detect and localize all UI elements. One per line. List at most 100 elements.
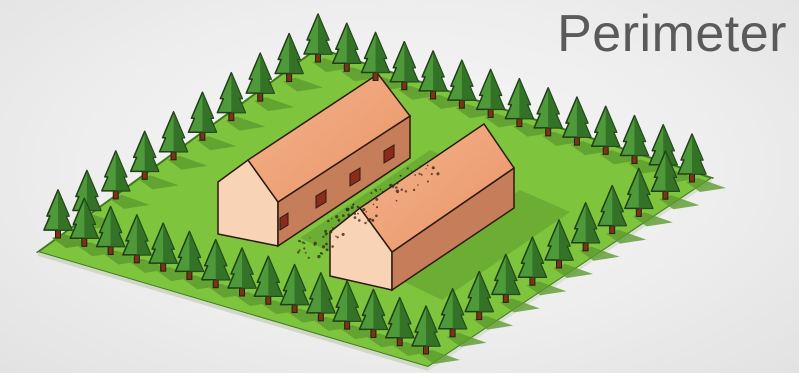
tree-icon	[158, 111, 189, 161]
dirt-speck	[412, 188, 416, 192]
tree-icon	[389, 40, 420, 91]
dirt-speck	[375, 190, 378, 192]
tree-icon	[475, 68, 506, 118]
tree-shadow	[455, 104, 496, 119]
tree-icon	[597, 184, 627, 235]
tree-shadow	[513, 122, 554, 137]
tree-shadow	[167, 155, 208, 170]
dirt-speck	[329, 229, 333, 233]
dirt-speck	[379, 188, 382, 191]
door-icon	[315, 189, 327, 209]
dirt-speck	[366, 202, 369, 205]
dirt-speck	[391, 184, 395, 188]
tree-shadow	[599, 150, 640, 165]
barn	[329, 122, 570, 300]
tree-shadow	[632, 212, 673, 227]
tree-icon	[332, 22, 362, 72]
dirt-speck	[414, 174, 417, 176]
tree-icon	[517, 236, 548, 286]
tree-icon	[279, 263, 310, 314]
dirt-speck	[322, 235, 325, 239]
tree-icon	[332, 280, 362, 330]
dirt-speck	[331, 245, 334, 248]
dirt-speck	[357, 219, 361, 222]
dirt-speck	[367, 219, 371, 222]
tree-icon	[562, 96, 592, 146]
tree-icon	[360, 31, 391, 81]
tree-shadow	[312, 58, 352, 72]
dirt-speck	[332, 227, 335, 230]
tree-shadow	[659, 195, 700, 210]
tree-shadow	[254, 97, 295, 112]
tree-icon	[624, 167, 654, 217]
tree-icon	[69, 197, 100, 247]
dirt-speck	[399, 174, 402, 177]
tree-icon	[101, 150, 131, 200]
dirt-speck	[362, 207, 366, 212]
dirt-speck	[321, 252, 324, 255]
dirt-speck	[400, 188, 404, 191]
dirt-speck	[335, 215, 339, 219]
tree-shadow	[196, 136, 237, 151]
dirt-speck	[404, 190, 408, 193]
dirt-speck	[395, 186, 398, 189]
dirt-speck	[317, 254, 321, 259]
tree-icon	[411, 305, 441, 355]
tree-icon	[384, 296, 415, 347]
dirt-speck	[326, 232, 328, 235]
dirt-speck	[302, 241, 305, 244]
tree-shadow	[606, 229, 647, 244]
tree-icon	[619, 114, 650, 165]
tree-icon	[590, 105, 621, 155]
tree-line	[43, 13, 707, 355]
tree-shadow	[398, 85, 439, 100]
dirt-speck	[313, 243, 316, 246]
dirt-speck	[370, 191, 373, 195]
dirt-speck	[376, 206, 379, 209]
dirt-speck	[375, 197, 379, 201]
dirt-speck	[436, 172, 440, 176]
tree-shadow	[579, 246, 620, 261]
tree-shadow	[473, 315, 514, 330]
dirt-speck	[364, 204, 366, 206]
dirt-speck	[345, 207, 349, 212]
ground-edge	[38, 252, 428, 371]
dirt-speck	[365, 210, 368, 213]
dirt-speck	[347, 213, 351, 217]
tree-icon	[174, 230, 205, 280]
tree-icon	[464, 270, 494, 321]
dirt-speck	[353, 212, 357, 215]
dirt-speck	[406, 167, 409, 170]
tree-icon	[274, 32, 304, 83]
dirt-speck	[350, 206, 354, 209]
tree-shadow	[526, 281, 567, 296]
tree-icon	[227, 247, 257, 297]
dirt-patch	[297, 164, 440, 259]
dirt-speck	[297, 251, 300, 254]
tree-icon	[418, 50, 448, 100]
tree-shadow	[427, 94, 468, 109]
dirt-speck	[410, 170, 413, 172]
dirt-speck	[430, 173, 433, 176]
dirt-speck	[352, 203, 355, 206]
dirt-speck	[303, 247, 306, 250]
dirt-speck	[303, 242, 306, 244]
dirt-speck	[324, 229, 328, 233]
tree-icon	[447, 59, 477, 109]
dirt-speck	[418, 172, 421, 175]
tree-shadow	[542, 131, 583, 146]
dirt-speck	[304, 251, 307, 254]
door-icon	[383, 144, 395, 164]
tree-shadow	[553, 264, 593, 278]
tree-icon	[122, 214, 152, 264]
tree-shadow	[138, 175, 179, 190]
tree-shadow	[484, 113, 525, 128]
dirt-speck	[336, 236, 339, 239]
dirt-speck	[364, 221, 367, 225]
tree-shadow	[420, 350, 460, 364]
tree-icon	[677, 133, 707, 183]
tree-icon	[187, 91, 218, 141]
dirt-speck	[395, 189, 400, 193]
dirt-speck	[375, 214, 378, 218]
